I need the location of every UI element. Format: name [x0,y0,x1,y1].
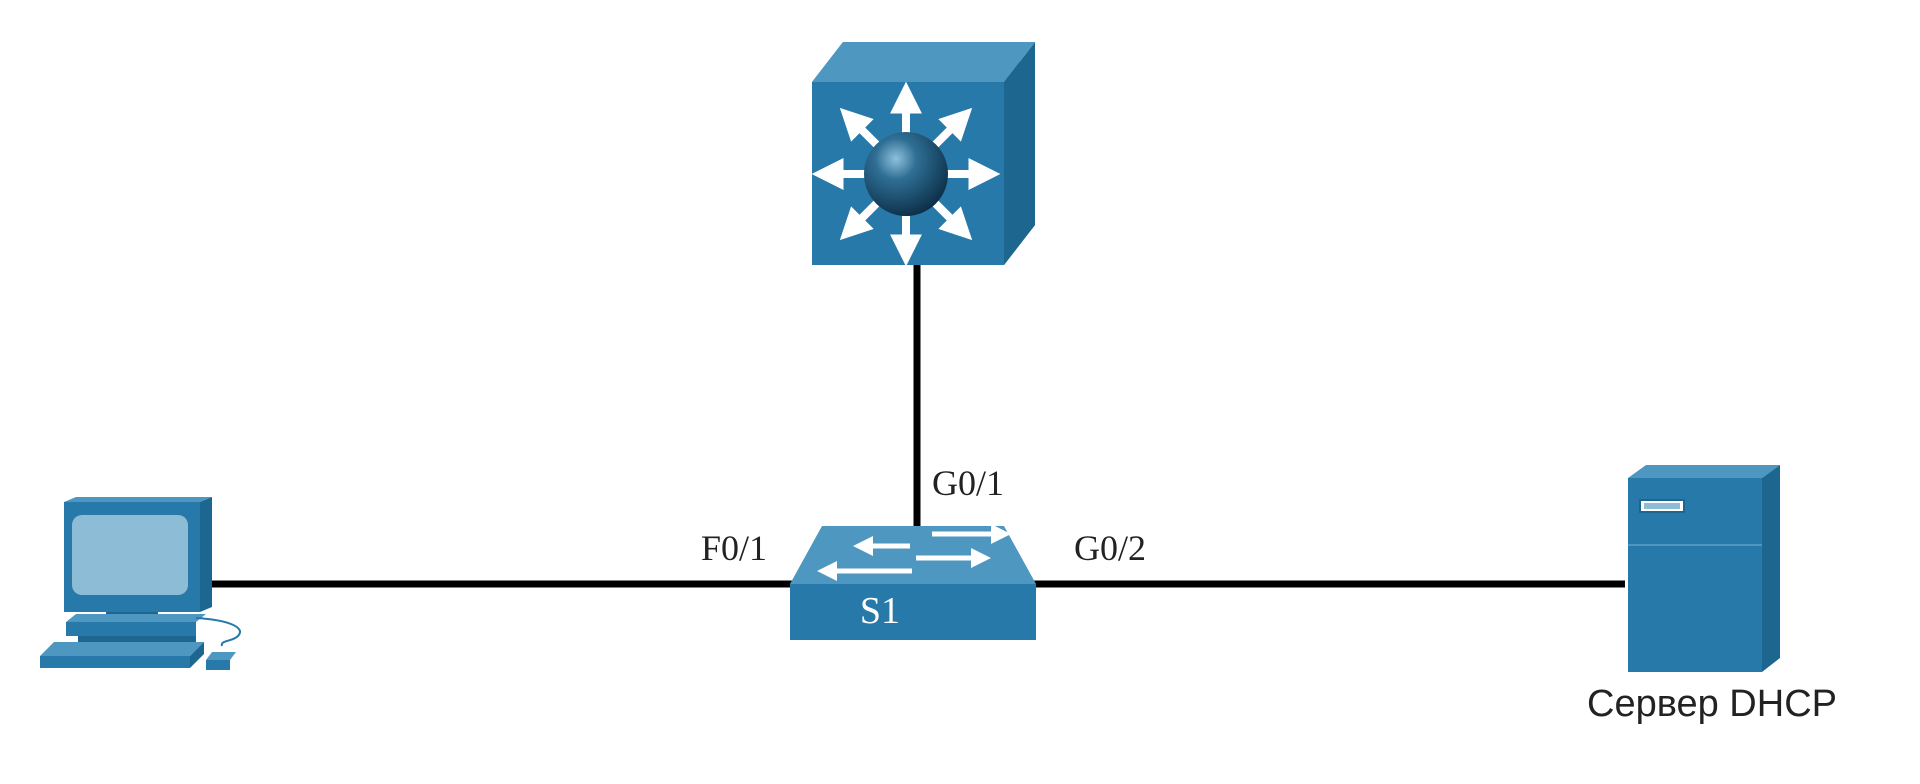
server-tower-icon[interactable] [1628,465,1780,672]
port-label-f0-1: F0/1 [701,528,767,568]
switch-arrows-icon [817,524,1011,581]
server-label: Сервер DHCP [1587,683,1837,725]
multilayer-switch-icon[interactable] [811,42,1035,267]
pc-workstation-icon[interactable] [40,497,241,670]
port-label-g0-1: G0/1 [932,463,1004,503]
port-label-g0-2: G0/2 [1074,528,1146,568]
switch-s1[interactable]: S1 [790,524,1040,640]
switch-name: S1 [860,590,900,632]
